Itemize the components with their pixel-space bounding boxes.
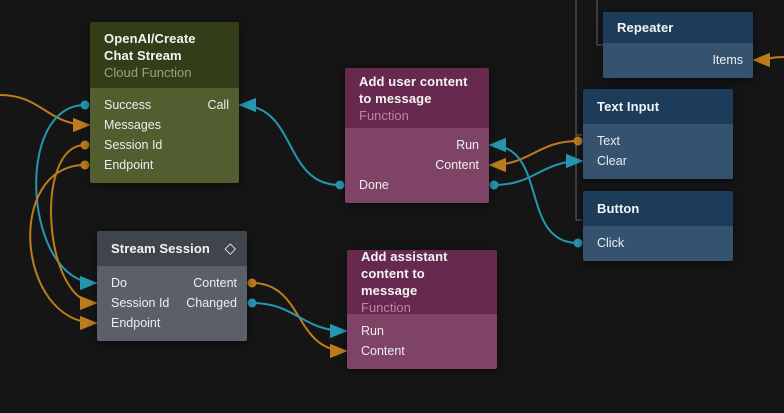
wire-add_user.done_out-to-text_input.clear[interactable]: [493, 153, 584, 186]
node-title: Add assistant content to message: [361, 249, 448, 298]
node-subtitle: Function: [359, 107, 409, 123]
wire-edge-to-openai.messages[interactable]: [0, 94, 91, 133]
port-button-click[interactable]: Click: [597, 236, 625, 250]
port-row: Do Content: [97, 273, 247, 293]
wire-openai.endpoint-to-stream_session.endpoint[interactable]: [29, 164, 98, 331]
node-header[interactable]: Button: [583, 191, 733, 226]
node-body[interactable]: Items: [603, 43, 753, 78]
port-add_assistant-run[interactable]: Run: [361, 324, 384, 338]
wire-button.click-to-add_user.run[interactable]: [488, 137, 579, 244]
port-openai-call[interactable]: Call: [207, 98, 229, 112]
port-add_user-done[interactable]: Done: [359, 178, 389, 192]
wire-openai.session_id-to-stream_session.session_id[interactable]: [50, 144, 98, 311]
node-title: Text Input: [597, 99, 660, 114]
port-row: Done: [345, 175, 489, 195]
port-add_user-content[interactable]: Content: [435, 158, 479, 172]
hierarchy-connector-line: [575, 0, 582, 221]
wire-text_input.text-to-add_user.content[interactable]: [488, 140, 579, 173]
port-openai-session_id[interactable]: Session Id: [104, 138, 163, 152]
port-row: Clear: [583, 151, 733, 171]
port-row: Content: [345, 155, 489, 175]
port-row: Run: [345, 135, 489, 155]
node-subtitle: Cloud Function: [104, 64, 192, 80]
port-repeater-items[interactable]: Items: [712, 53, 743, 67]
port-row: Click: [583, 233, 733, 253]
port-stream_session-session_id[interactable]: Session Id: [111, 296, 170, 310]
port-stream_session-do[interactable]: Do: [111, 276, 127, 290]
port-stream_session-content_out[interactable]: Content: [193, 276, 237, 290]
wire-stream_session.changed-to-add_assistant.run[interactable]: [251, 302, 348, 339]
node-title: Stream Session: [111, 241, 210, 256]
wire-openai.success-to-stream_session.do[interactable]: [35, 104, 98, 291]
node-subtitle: Function: [361, 300, 411, 315]
port-row: Endpoint: [97, 313, 247, 333]
port-stream_session-endpoint[interactable]: Endpoint: [111, 316, 161, 330]
port-row: Session Id Changed: [97, 293, 247, 313]
node-title: Button: [597, 201, 640, 216]
port-row: Content: [347, 341, 497, 361]
port-row: Endpoint: [90, 155, 239, 175]
node-body[interactable]: Click: [583, 226, 733, 261]
port-openai-success[interactable]: Success: [104, 98, 152, 112]
port-row: Success Call: [90, 95, 239, 115]
port-add_user-run[interactable]: Run: [456, 138, 479, 152]
node-title: Add user content to message: [359, 73, 468, 106]
port-text_input-clear[interactable]: Clear: [597, 154, 627, 168]
node-header[interactable]: Repeater: [603, 12, 753, 43]
port-row: Run: [347, 321, 497, 341]
node-title: OpenAI/Create Chat Stream: [104, 30, 196, 63]
port-row: Text: [583, 131, 733, 151]
wire-edge-to-repeater.items[interactable]: [752, 52, 784, 68]
wire-add_user.done-to-openai.call[interactable]: [238, 97, 341, 186]
port-stream_session-changed[interactable]: Changed: [186, 296, 237, 310]
port-row: Session Id: [90, 135, 239, 155]
port-row: Items: [603, 50, 753, 70]
port-text_input-text[interactable]: Text: [597, 134, 620, 148]
node-header[interactable]: Text Input: [583, 89, 733, 124]
node-title: Repeater: [617, 20, 674, 35]
port-openai-endpoint[interactable]: Endpoint: [104, 158, 154, 172]
port-add_assistant-content[interactable]: Content: [361, 344, 405, 358]
port-openai-messages[interactable]: Messages: [104, 118, 161, 132]
node-header[interactable]: Stream Session ◇: [97, 231, 247, 266]
diamond-icon: ◇: [224, 239, 236, 257]
port-row: Messages: [90, 115, 239, 135]
